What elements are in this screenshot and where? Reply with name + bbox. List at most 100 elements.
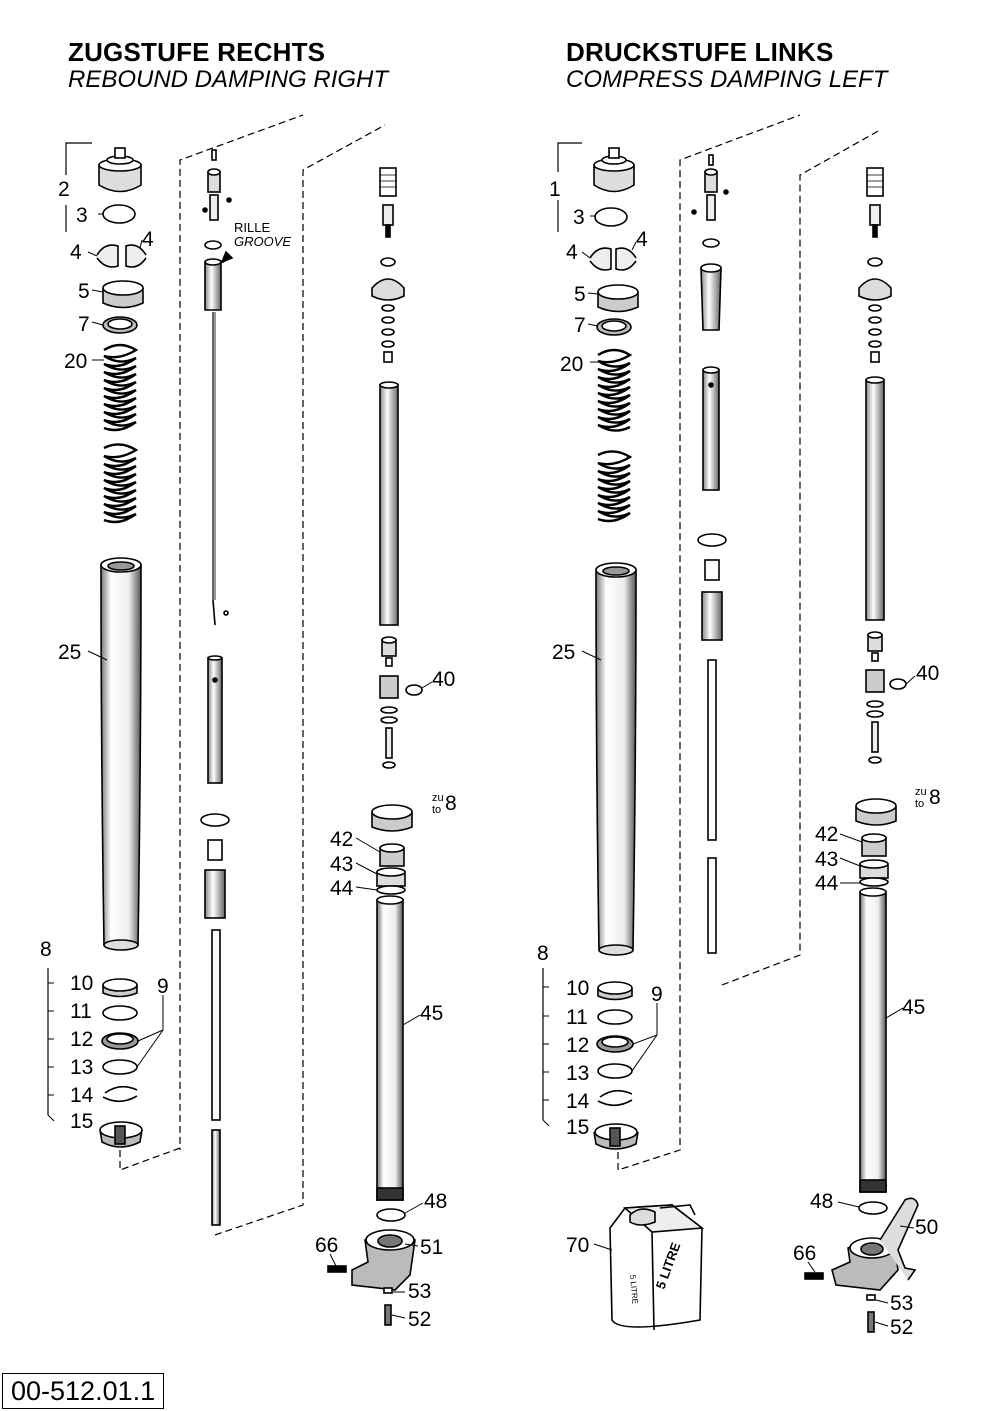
outer-tube-part-25-right xyxy=(595,562,637,956)
groove-label-english: GROOVE xyxy=(234,234,291,249)
seal-part-12 xyxy=(101,1032,139,1050)
right-assembly: 5 LITRE 5 LITRE xyxy=(542,142,919,1333)
heading-left-german: ZUGSTUFE RECHTS xyxy=(68,37,326,67)
callout-left-9: 8 xyxy=(40,938,52,961)
callout-right-17: 70 xyxy=(566,1234,589,1257)
piston-assembly-right xyxy=(697,533,727,954)
washer-part-11-right xyxy=(597,1009,633,1025)
seal-part-12-right xyxy=(596,1035,634,1053)
callout-right-7: 20 xyxy=(560,353,583,376)
outer-tube-part-25 xyxy=(100,557,142,951)
washer-part-53-left xyxy=(383,1287,393,1294)
dust-ring-part-13-right xyxy=(597,1063,633,1079)
callout-left-13: 13 xyxy=(70,1056,93,1079)
base-valve-right xyxy=(865,631,907,764)
callout-left-17: 40 xyxy=(432,668,455,691)
callout-left-21: 44 xyxy=(330,877,354,900)
washer-part-11 xyxy=(102,1005,138,1021)
screw-cap-part-2 xyxy=(98,147,142,193)
zu-label-right: zu xyxy=(915,786,927,798)
rebound-adjuster-rod xyxy=(202,149,232,626)
callout-left-2: 3 xyxy=(76,204,88,227)
bushing-part-8-right xyxy=(855,798,897,826)
callout-right-10: 10 xyxy=(566,977,589,1000)
callout-right-28: 52 xyxy=(890,1316,913,1339)
callout-left-11: 11 xyxy=(70,1000,92,1023)
piston-assembly-left xyxy=(200,813,230,1226)
callout-right-25: 50 xyxy=(915,1216,938,1239)
axle-clamp-part-51-left xyxy=(327,1229,416,1326)
callout-right-13: 13 xyxy=(566,1062,589,1085)
o-ring-part-40 xyxy=(405,684,423,696)
damper-tube-section xyxy=(207,655,223,784)
assembly-dashed-lines xyxy=(119,114,881,1236)
oil-can-part-70: 5 LITRE 5 LITRE xyxy=(609,1204,705,1331)
callout-left-15: 15 xyxy=(70,1110,93,1133)
callout-right-24: 48 xyxy=(810,1190,833,1213)
ring-part-44-left xyxy=(376,885,406,895)
base-valve-left xyxy=(379,636,423,769)
callout-right-19: 8 xyxy=(929,786,941,809)
callout-left-8: 25 xyxy=(58,641,81,664)
axle-clamp-part-50-right xyxy=(804,1197,919,1333)
callout-right-9: 8 xyxy=(537,942,549,965)
fork-spring-part-20 xyxy=(103,343,139,524)
bolt-part-66-left xyxy=(327,1265,347,1273)
callout-right-22: 44 xyxy=(815,872,839,895)
callout-left-12: 12 xyxy=(70,1028,93,1051)
callout-left-19: 42 xyxy=(330,828,353,851)
callout-right-8: 25 xyxy=(552,641,575,664)
bushing-part-8-left xyxy=(371,804,413,832)
washer-part-53-right xyxy=(866,1294,876,1301)
spacer-part-43-right xyxy=(859,859,889,879)
o-ring-part-48-left xyxy=(376,1208,406,1222)
bushing-part-10 xyxy=(102,978,138,998)
ring-part-44-right xyxy=(859,877,889,887)
callout-left-3: 4 xyxy=(70,241,82,264)
callout-right-15: 15 xyxy=(566,1116,589,1139)
spacer-part-5-right xyxy=(597,284,639,313)
spacer-part-5 xyxy=(102,280,144,309)
heading-right-english: COMPRESS DAMPING LEFT xyxy=(566,65,888,93)
o-ring-part-40-right xyxy=(889,678,907,690)
dust-ring-part-13 xyxy=(102,1059,138,1075)
oil-can-side-label: 5 LITRE xyxy=(628,1274,640,1304)
callout-left-5: 5 xyxy=(78,280,90,303)
dust-seal-part-15-right xyxy=(593,1123,639,1150)
o-ring-part-3 xyxy=(102,204,136,224)
to-label-left: to xyxy=(432,804,441,816)
zu-label-left: zu xyxy=(432,792,444,804)
callout-left-25: 51 xyxy=(420,1236,443,1259)
bolt-part-66-right xyxy=(804,1272,824,1280)
callout-right-23: 45 xyxy=(902,996,925,1019)
half-ring-left-part-4 xyxy=(96,244,119,268)
half-ring-right-part-4 xyxy=(125,244,147,268)
callout-left-24: 66 xyxy=(315,1234,338,1257)
compression-valve-right xyxy=(858,167,892,363)
document-number: 00-512.01.1 xyxy=(2,1373,165,1409)
callout-right-12: 12 xyxy=(566,1034,589,1057)
callout-left-26: 53 xyxy=(408,1280,431,1303)
callout-left-27: 52 xyxy=(408,1308,431,1331)
o-ring-part-3-right xyxy=(594,207,628,227)
callout-right-1: 1 xyxy=(549,178,561,201)
circlip-part-14-right xyxy=(597,1089,633,1107)
inner-rod-left xyxy=(379,381,399,626)
leader-lines xyxy=(47,213,916,1327)
callout-left-22: 45 xyxy=(420,1002,443,1025)
callout-right-4: 4 xyxy=(636,228,648,251)
nut-part-42-right xyxy=(861,833,887,857)
heading-right-german: DRUCKSTUFE LINKS xyxy=(566,37,834,67)
inner-rod-right xyxy=(865,376,885,621)
callout-left-6: 7 xyxy=(78,313,90,336)
callout-right-14: 14 xyxy=(566,1090,590,1113)
left-assembly xyxy=(47,142,423,1326)
bolt-part-52-right xyxy=(867,1311,875,1333)
callout-left-4: 4 xyxy=(142,228,154,251)
bushing-part-10-right xyxy=(597,981,633,1001)
callout-left-10: 10 xyxy=(70,972,93,995)
fork-spring-part-20-right xyxy=(597,348,633,523)
callout-right-11: 11 xyxy=(566,1006,588,1029)
inner-tube-part-45-left xyxy=(376,895,404,1201)
